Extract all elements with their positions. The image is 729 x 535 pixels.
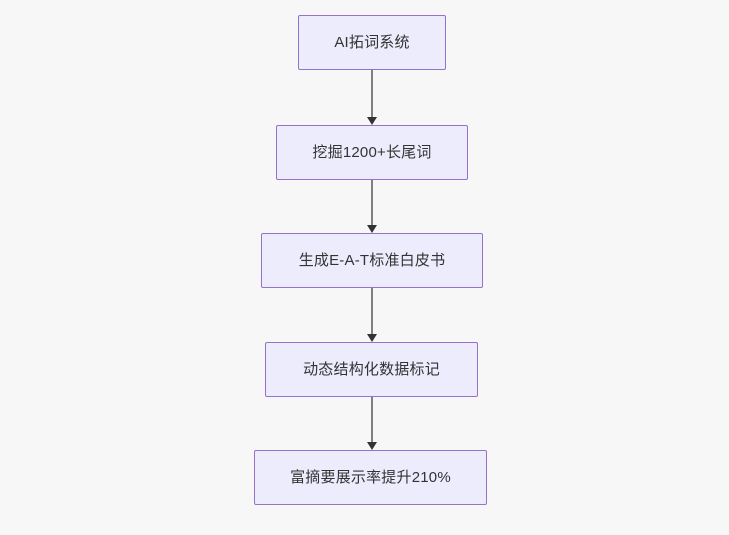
- edge-arrowhead: [367, 117, 377, 125]
- edge-line: [371, 70, 373, 117]
- edge-line: [371, 397, 373, 442]
- flowchart-node-3-label: 生成E-A-T标准白皮书: [298, 251, 446, 269]
- flowchart-node-2-label: 挖掘1200+长尾词: [312, 143, 432, 161]
- edge-arrowhead: [367, 442, 377, 450]
- edge-arrowhead: [367, 334, 377, 342]
- flowchart-node-5-label: 富摘要展示率提升210%: [290, 468, 451, 486]
- flowchart-node-4[interactable]: 动态结构化数据标记: [265, 342, 478, 397]
- edge-line: [371, 180, 373, 225]
- flowchart-node-1-label: AI拓词系统: [334, 33, 410, 51]
- flowchart-node-4-label: 动态结构化数据标记: [303, 360, 440, 378]
- flowchart-node-5[interactable]: 富摘要展示率提升210%: [254, 450, 487, 505]
- flowchart-node-2[interactable]: 挖掘1200+长尾词: [276, 125, 468, 180]
- edge-arrowhead: [367, 225, 377, 233]
- flowchart-node-3[interactable]: 生成E-A-T标准白皮书: [261, 233, 483, 288]
- flowchart-node-1[interactable]: AI拓词系统: [298, 15, 446, 70]
- edge-line: [371, 288, 373, 334]
